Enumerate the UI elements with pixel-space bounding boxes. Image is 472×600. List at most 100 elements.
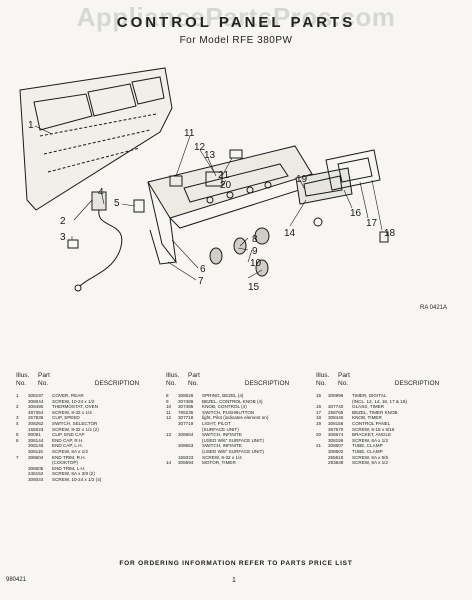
- part-number: 308653: [178, 443, 194, 449]
- part-description: SCREW, 8A x 1/2: [352, 437, 388, 443]
- callout-15: 15: [248, 282, 260, 293]
- callout-20: 20: [220, 180, 232, 191]
- rear-cover-illustration: [19, 67, 173, 211]
- part-number: 487354: [28, 409, 44, 415]
- part-number: 308044: [28, 476, 44, 482]
- callout-6: 6: [200, 264, 206, 275]
- callout-3: 3: [60, 232, 66, 243]
- page-number: 1: [232, 577, 236, 584]
- illus-number: 13: [166, 432, 172, 438]
- part-description: (INCL. 12, 14, 16, 17 & 18): [352, 398, 407, 404]
- table-row: (SURFACE UNIT): [166, 427, 316, 433]
- part-description: SCREW, 8A x 3/8 (2): [52, 471, 95, 477]
- part-description: GLASS, TIMER: [352, 404, 385, 410]
- part-description: MOTOR, TIMER: [202, 460, 236, 466]
- column-header: Illus.Part No.No.DESCRIPTION: [316, 372, 440, 387]
- part-description: (SURFACE UNIT): [202, 426, 239, 432]
- column-header: Illus.Part No.No.DESCRIPTION: [16, 372, 140, 387]
- thermostat-illustration: [67, 191, 145, 292]
- part-number: 308044: [28, 398, 44, 404]
- illus-number: 11: [166, 409, 171, 415]
- callout-18: 18: [384, 228, 396, 239]
- part-number: 308156: [328, 437, 344, 443]
- part-description: END TRIM, R.H.: [52, 454, 86, 460]
- part-description: SCREW, 8A x 1/2: [52, 448, 88, 454]
- part-number: 308674: [328, 432, 344, 438]
- part-description: light, Pilot (indicates element on): [202, 415, 269, 421]
- part-description: END CAP, L.H.: [52, 443, 83, 449]
- callout-7: 7: [198, 276, 204, 287]
- callout-13: 13: [204, 150, 216, 161]
- page-code: 980421: [6, 577, 27, 583]
- control-panel-illustration: [147, 145, 319, 265]
- part-description: CLIP, END CAP: [52, 432, 85, 438]
- callout-17: 17: [366, 218, 378, 229]
- illus-number: 2: [16, 404, 19, 410]
- illus-number: 19: [316, 420, 322, 426]
- part-description: SCREW, 8-32 x 1/4: [52, 409, 92, 415]
- part-description: LIGHT, PILOT: [202, 420, 231, 426]
- part-number: 308602: [328, 448, 344, 454]
- illus-number: 9: [166, 398, 169, 404]
- part-description: BEZEL, TIMER KNOB: [352, 409, 398, 415]
- table-row: 308156 SCREW, 8A x 1/2: [316, 438, 466, 444]
- callout-1: 1: [28, 120, 34, 131]
- timer-illustration: [295, 149, 389, 243]
- part-description: COVER, REAR: [52, 393, 84, 398]
- part-number: 307719: [178, 420, 194, 426]
- part-number: 308605: [28, 465, 44, 471]
- part-description: KNOB, CONTROL (4): [202, 404, 247, 410]
- callout-4: 4: [98, 187, 104, 198]
- illus-number: 20: [316, 432, 322, 438]
- table-row: 308044 SCREW, 10-24 x 1/2 (4): [16, 477, 166, 483]
- part-description: CONTROL PANEL: [352, 420, 391, 426]
- part-description: TUBE, CLAMP: [352, 443, 383, 449]
- column-header: Illus.Part No.No.DESCRIPTION: [166, 372, 290, 387]
- part-description: SCREW, 8-18 x 5/16: [352, 426, 395, 432]
- part-description: BRACKET, ANGLE: [352, 432, 392, 438]
- part-number: 308262: [28, 420, 44, 426]
- model-subtitle: For Model RFE 380PW: [179, 35, 293, 46]
- page-title: CONTROL PANEL PARTS: [116, 14, 356, 31]
- part-description: SCREW, 10-24 x 1/2 (4): [52, 476, 102, 482]
- callout-10: 10: [250, 258, 262, 269]
- table-row: (COOKTOP): [16, 460, 166, 466]
- part-description: SCREW, 8A x 5/8: [352, 454, 388, 460]
- part-description: CLIP, SPEED: [52, 415, 80, 421]
- part-number: 308626: [178, 393, 194, 398]
- table-row: 387570 SCREW, 8-18 x 5/16: [316, 427, 466, 433]
- table-row: (USED W/6" SURFACE UNIT): [166, 438, 316, 444]
- illus-number: 21: [316, 443, 322, 449]
- illus-number: 16: [316, 404, 322, 410]
- part-number: 387570: [328, 426, 344, 432]
- part-number: 293849: [328, 460, 344, 466]
- callout-12: 12: [194, 142, 206, 153]
- illus-number: 5: [16, 432, 19, 438]
- illus-number: 4: [16, 420, 19, 426]
- knobs-illustration: [209, 227, 270, 277]
- callout-2: 2: [60, 216, 66, 227]
- part-number: 307486: [178, 398, 194, 404]
- part-description: THERMOSTAT, OVEN: [52, 404, 99, 410]
- part-number: 307718: [178, 415, 194, 421]
- part-number: 155023: [28, 426, 44, 432]
- part-number: 308440: [328, 415, 344, 421]
